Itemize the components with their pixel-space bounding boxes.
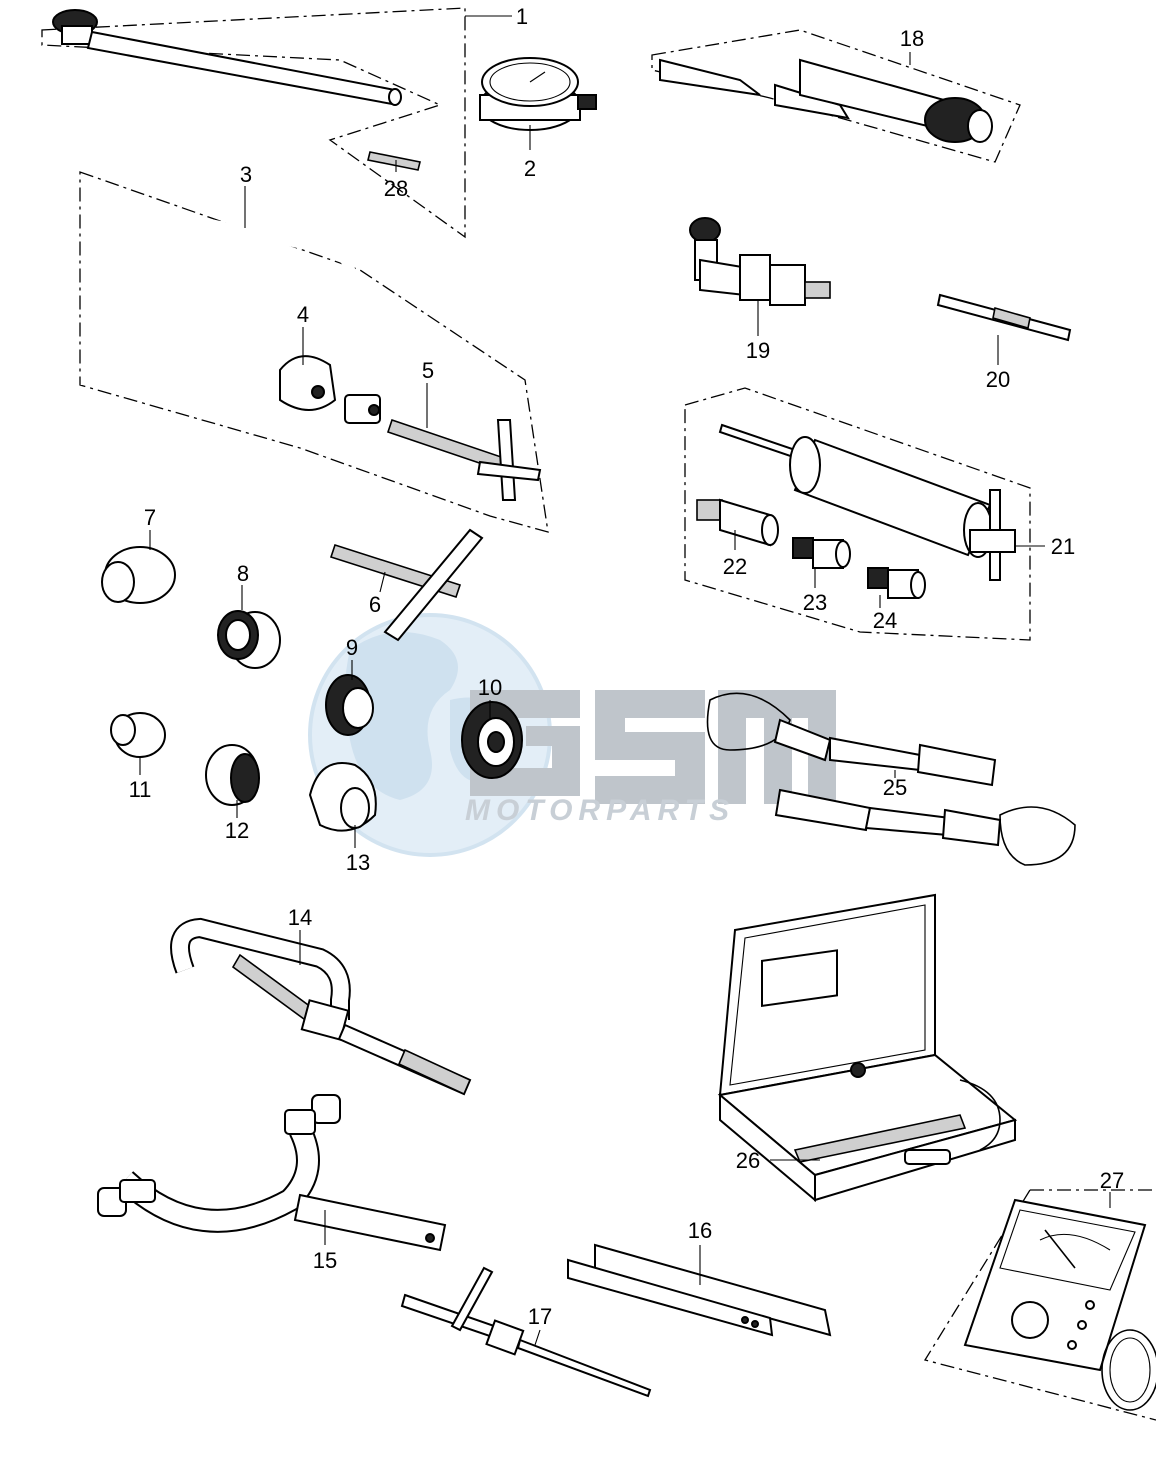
callout-3: 3 — [240, 162, 252, 187]
part-3-bent-rod — [102, 200, 381, 424]
group-frames — [41, 7, 1156, 1421]
callout-10: 10 — [478, 675, 502, 700]
callout-26: 26 — [736, 1148, 760, 1173]
part-19-fitting — [689, 217, 831, 306]
callout-25: 25 — [883, 775, 907, 800]
callout-6: 6 — [369, 592, 381, 617]
part-12-bushing — [205, 744, 260, 806]
callout-19: 19 — [746, 338, 770, 363]
part-10-bushing — [461, 701, 523, 779]
callout-28: 28 — [384, 176, 408, 201]
watermark-text: MOTORPARTS — [465, 794, 735, 827]
part-15-holder — [97, 1094, 447, 1252]
part-18-tool — [659, 58, 993, 143]
part-8-bushing — [217, 610, 281, 669]
callout-11: 11 — [129, 777, 152, 802]
part-2-gauge — [479, 57, 597, 131]
part-23-adapter — [792, 537, 851, 569]
part-16-bar — [567, 1243, 832, 1337]
part-4-adapter — [279, 355, 337, 411]
callout-27: 27 — [1100, 1168, 1124, 1193]
part-7-bushing — [101, 546, 176, 604]
part-26-tester-case — [717, 893, 1018, 1203]
part-20-shaft — [936, 293, 1072, 342]
callout-7: 7 — [144, 505, 156, 530]
part-14-c-clamp — [170, 917, 472, 1096]
callout-5: 5 — [422, 358, 434, 383]
part-13-bushing — [308, 762, 377, 832]
part-21-slide-hammer — [718, 423, 1016, 581]
watermark: MOTORPARTS — [308, 613, 836, 857]
part-5-puller-bolt — [386, 418, 542, 501]
callout-18: 18 — [900, 26, 924, 51]
callout-4: 4 — [297, 302, 309, 327]
part-9-bushing — [325, 674, 374, 736]
callout-24: 24 — [873, 608, 897, 633]
part-11-bushing — [110, 712, 166, 758]
part-27-multimeter — [963, 1198, 1156, 1411]
callout-12: 12 — [225, 818, 249, 843]
callout-22: 22 — [723, 554, 747, 579]
part-22-adapter — [696, 498, 779, 547]
callout-17: 17 — [528, 1304, 552, 1329]
callout-labels: 1 2 3 4 5 6 7 8 9 10 11 12 13 14 15 16 1… — [129, 4, 1125, 1329]
part-6-puller-bolt — [329, 528, 484, 642]
callout-2: 2 — [524, 156, 536, 181]
callout-20: 20 — [986, 367, 1010, 392]
part-17-puller — [400, 1266, 652, 1398]
callout-15: 15 — [313, 1248, 337, 1273]
callout-21: 21 — [1051, 534, 1075, 559]
part-28-pin — [367, 151, 421, 171]
callout-14: 14 — [288, 905, 312, 930]
part-1-wrench — [52, 9, 402, 106]
callout-8: 8 — [237, 561, 249, 586]
leader-lines — [139, 15, 1111, 1346]
callout-9: 9 — [346, 635, 358, 660]
callout-1: 1 — [516, 4, 528, 29]
part-24-adapter — [867, 567, 926, 599]
callout-23: 23 — [803, 590, 827, 615]
part-25-strap-wrench — [706, 692, 1076, 866]
callout-13: 13 — [346, 850, 370, 875]
callout-16: 16 — [688, 1218, 712, 1243]
